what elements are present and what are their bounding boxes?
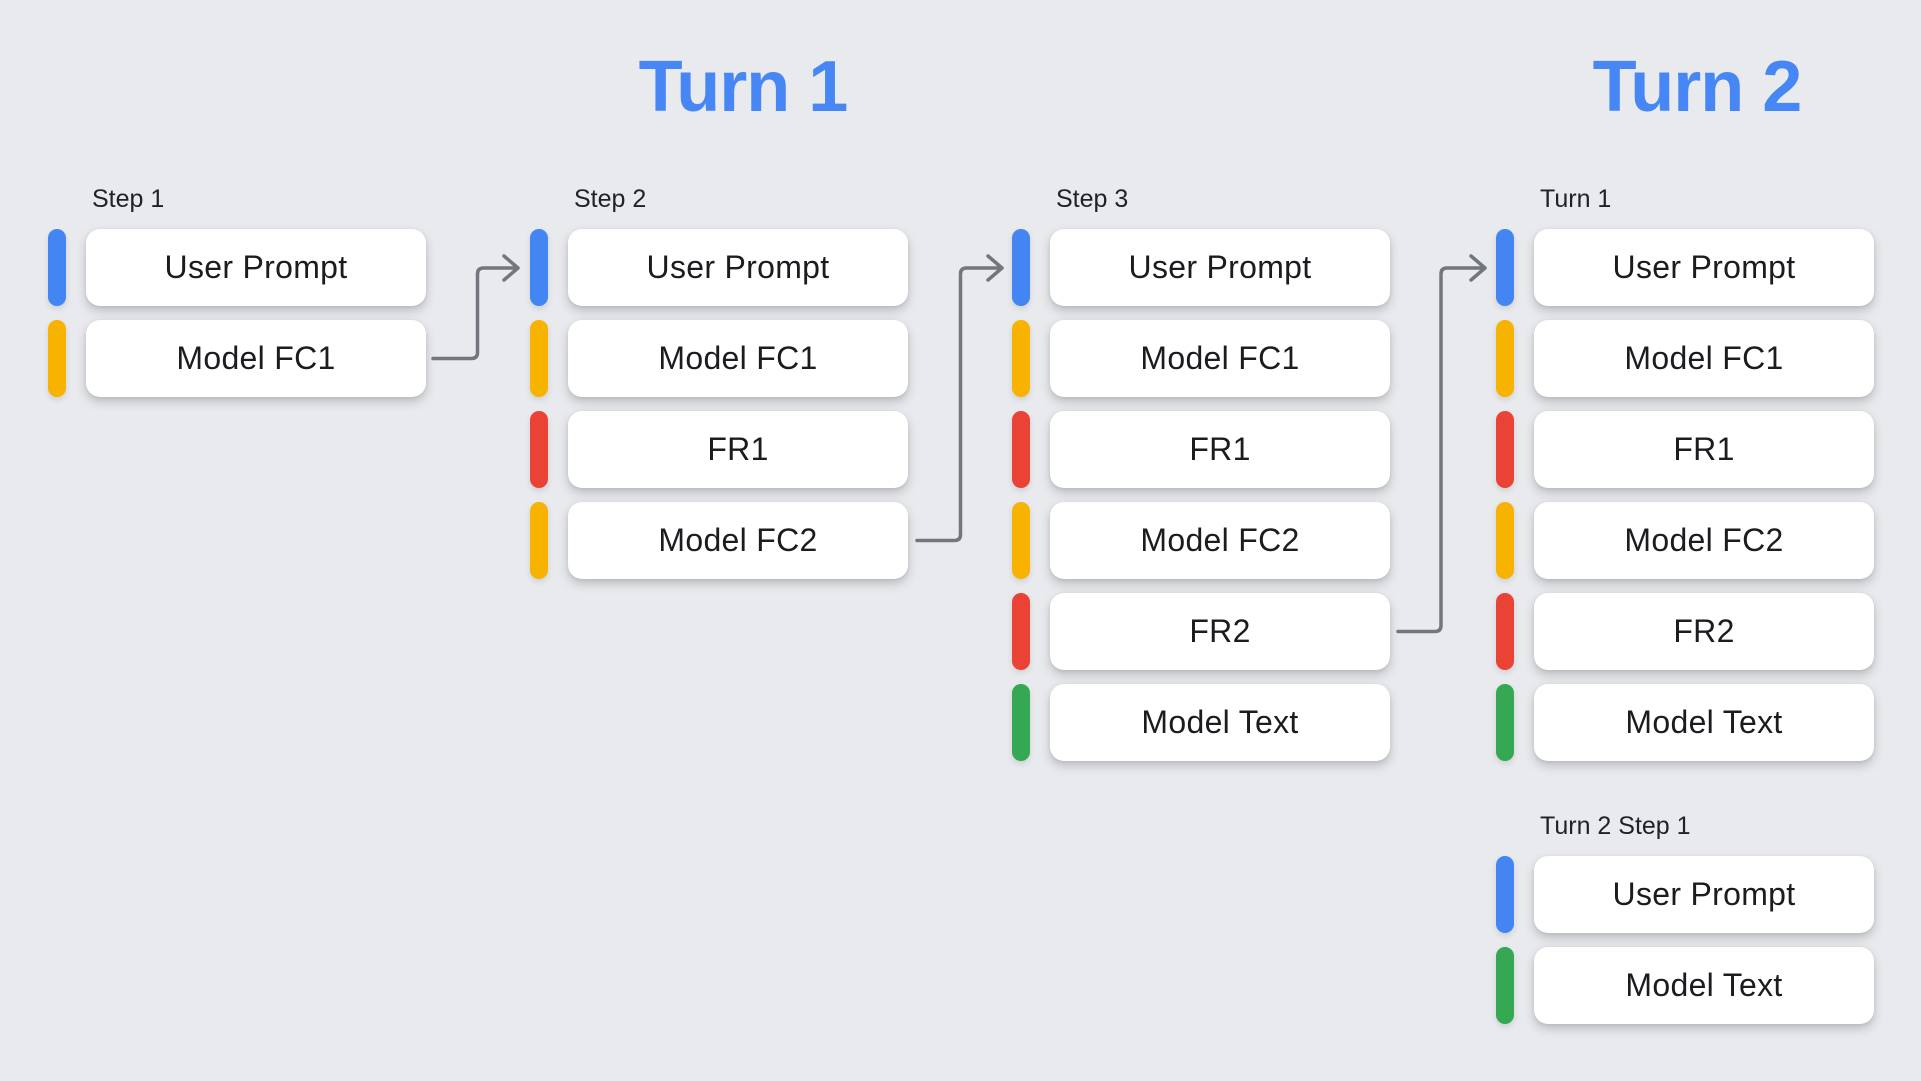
message-row: Model FC1 (530, 320, 908, 397)
message-row: Model FC2 (1012, 502, 1390, 579)
arrow-step3-fr2-to-turn1-userprompt (1396, 254, 1487, 634)
function-response-color-bar (1496, 411, 1514, 488)
column-step-2: Step 2 User Prompt Model FC1 FR1 Model F… (530, 185, 908, 593)
model-function-call-color-bar (1012, 320, 1030, 397)
turn-1-header: Turn 1 (638, 47, 849, 127)
function-response-color-bar (530, 411, 548, 488)
model-text-color-bar (1012, 684, 1030, 761)
fr1-box: FR1 (1534, 411, 1874, 488)
column-label-step-2: Step 2 (574, 185, 647, 213)
message-row: User Prompt (48, 229, 426, 306)
column-label-step-1: Step 1 (92, 185, 165, 213)
user-prompt-box: User Prompt (1534, 229, 1874, 306)
arrow-step1-modelfc1-to-step2-userprompt (431, 254, 520, 361)
model-text-box: Model Text (1534, 947, 1874, 1024)
message-row: FR2 (1012, 593, 1390, 670)
message-row: FR2 (1496, 593, 1874, 670)
function-response-color-bar (1012, 593, 1030, 670)
user-prompt-box: User Prompt (1534, 856, 1874, 933)
function-response-color-bar (1496, 593, 1514, 670)
user-prompt-box: User Prompt (568, 229, 908, 306)
message-row: Model FC2 (1496, 502, 1874, 579)
model-fc1-box: Model FC1 (1050, 320, 1390, 397)
message-row: User Prompt (1496, 856, 1874, 933)
model-fc2-box: Model FC2 (1050, 502, 1390, 579)
fr1-box: FR1 (568, 411, 908, 488)
message-row: FR1 (1496, 411, 1874, 488)
column-step-3: Step 3 User Prompt Model FC1 FR1 Model F… (1012, 185, 1390, 775)
fr1-box: FR1 (1050, 411, 1390, 488)
model-function-call-color-bar (1496, 320, 1514, 397)
turn-2-header: Turn 2 (1592, 47, 1803, 127)
model-function-call-color-bar (530, 502, 548, 579)
user-prompt-color-bar (1496, 229, 1514, 306)
column-turn-2-step-1: Turn 2 Step 1 User Prompt Model Text (1496, 812, 1874, 1038)
arrow-step2-modelfc2-to-step3-userprompt (915, 254, 1004, 543)
model-text-box: Model Text (1534, 684, 1874, 761)
message-row: Model Text (1496, 684, 1874, 761)
model-function-call-color-bar (48, 320, 66, 397)
model-text-box: Model Text (1050, 684, 1390, 761)
column-label-turn-1: Turn 1 (1540, 185, 1612, 213)
model-text-color-bar (1496, 947, 1514, 1024)
column-label-step-3: Step 3 (1056, 185, 1129, 213)
model-fc1-box: Model FC1 (1534, 320, 1874, 397)
message-row: User Prompt (1496, 229, 1874, 306)
message-row: Model Text (1012, 684, 1390, 761)
fr2-box: FR2 (1050, 593, 1390, 670)
model-fc2-box: Model FC2 (568, 502, 908, 579)
column-turn-1-history: Turn 1 User Prompt Model FC1 FR1 Model F… (1496, 185, 1874, 775)
model-function-call-color-bar (530, 320, 548, 397)
model-text-color-bar (1496, 684, 1514, 761)
function-response-color-bar (1012, 411, 1030, 488)
user-prompt-box: User Prompt (86, 229, 426, 306)
model-fc1-box: Model FC1 (568, 320, 908, 397)
fr2-box: FR2 (1534, 593, 1874, 670)
column-step-1: Step 1 User Prompt Model FC1 (48, 185, 426, 411)
model-function-call-color-bar (1496, 502, 1514, 579)
column-label-turn-2-step-1: Turn 2 Step 1 (1540, 812, 1691, 840)
message-row: Model FC1 (48, 320, 426, 397)
message-row: Model FC2 (530, 502, 908, 579)
message-row: Model Text (1496, 947, 1874, 1024)
user-prompt-box: User Prompt (1050, 229, 1390, 306)
message-row: User Prompt (1012, 229, 1390, 306)
user-prompt-color-bar (1496, 856, 1514, 933)
model-fc2-box: Model FC2 (1534, 502, 1874, 579)
message-row: Model FC1 (1012, 320, 1390, 397)
message-row: User Prompt (530, 229, 908, 306)
message-row: Model FC1 (1496, 320, 1874, 397)
user-prompt-color-bar (530, 229, 548, 306)
message-row: FR1 (1012, 411, 1390, 488)
message-row: FR1 (530, 411, 908, 488)
model-fc1-box: Model FC1 (86, 320, 426, 397)
model-function-call-color-bar (1012, 502, 1030, 579)
user-prompt-color-bar (1012, 229, 1030, 306)
user-prompt-color-bar (48, 229, 66, 306)
